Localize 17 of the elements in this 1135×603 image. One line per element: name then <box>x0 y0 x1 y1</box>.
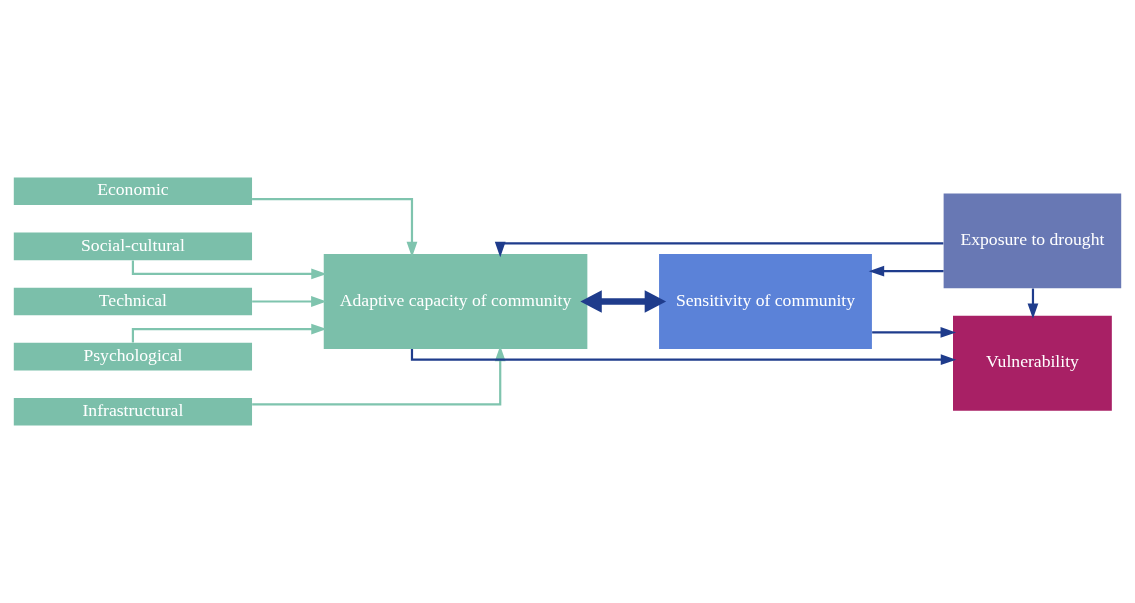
node-box: Vulnerability <box>953 315 1112 411</box>
arrow <box>872 326 956 338</box>
arrow <box>410 349 957 366</box>
arrow <box>580 290 667 313</box>
node-box: Social-cultural <box>13 232 253 261</box>
arrow <box>131 260 327 280</box>
node-box: Sensitivity of community <box>659 254 872 349</box>
arrow <box>868 265 944 277</box>
node-box: Adaptive capacity of community <box>323 254 588 349</box>
node-box: Economic <box>13 177 253 205</box>
node-box: Technical <box>13 287 253 316</box>
node-box: Infrastructural <box>13 398 253 426</box>
arrow <box>252 296 327 307</box>
node-box: Exposure to drought <box>943 193 1122 289</box>
arrow <box>494 241 944 258</box>
arrow <box>131 323 327 343</box>
node-box: Psychological <box>13 342 253 371</box>
